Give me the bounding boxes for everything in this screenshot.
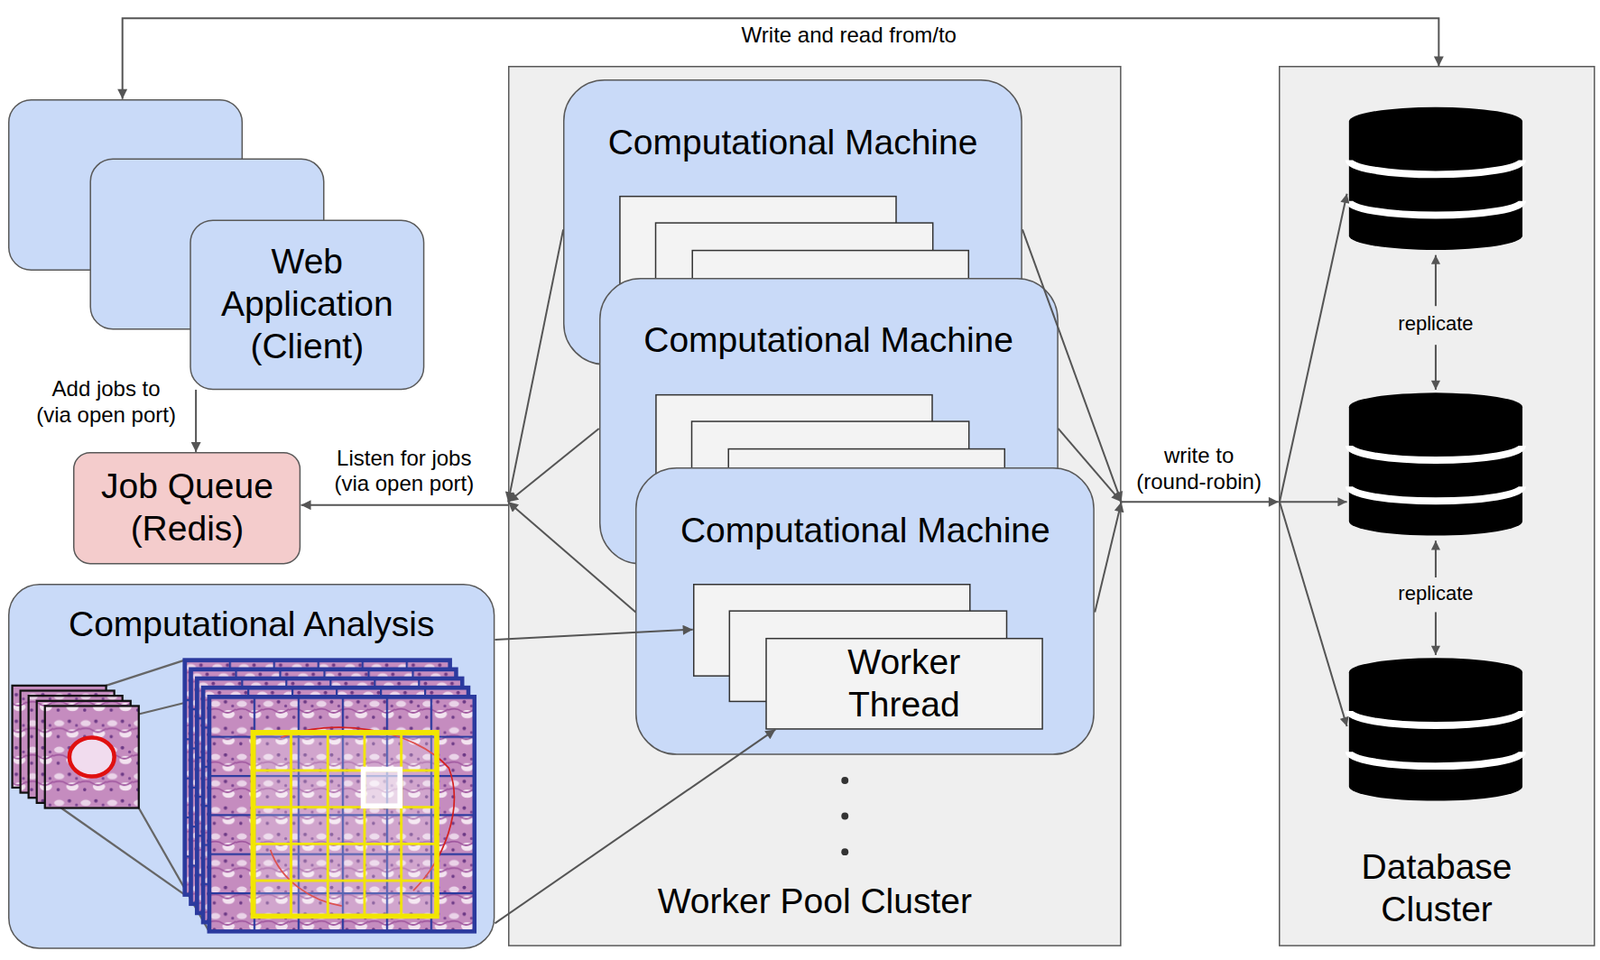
- connector-arrow: [1058, 428, 1122, 502]
- edge-label-holder: write to (round-robin): [1127, 443, 1272, 496]
- cluster-panel-label: Worker Pool Cluster: [518, 880, 1111, 924]
- queue-box-label: Job Queue (Redis): [84, 465, 289, 551]
- connector-arrow: [494, 629, 693, 640]
- card-outline: [190, 220, 425, 389]
- tiled-slide: [209, 696, 475, 932]
- region-outline: [270, 727, 455, 907]
- database-panel-label: Database Cluster: [1334, 846, 1539, 932]
- card-outline: [9, 584, 495, 949]
- worker-stack: Worker Thread: [693, 583, 1044, 731]
- slide-thumbnail: [20, 690, 115, 793]
- tiled-slide: [196, 678, 463, 914]
- region-circle: [69, 738, 115, 777]
- card-outline: [1279, 66, 1595, 946]
- replicate-note: replicate: [1395, 582, 1476, 606]
- edge-label: Listen for jobs (via open port): [330, 445, 478, 499]
- analysis-box: Computational Analysis: [8, 583, 495, 950]
- note-label-holder: replicate: [1395, 312, 1476, 336]
- card-outline: [73, 453, 301, 565]
- connector-arrow: [301, 504, 509, 507]
- connector-arrow: [494, 729, 776, 924]
- slide-thumbnail: [45, 705, 139, 808]
- client-stack-label: Web Application (Client): [202, 240, 412, 368]
- slide-thumbnail: [28, 695, 123, 798]
- card-outline: [508, 66, 1121, 946]
- database-icon: [1349, 657, 1523, 801]
- patch-grid: [252, 732, 437, 917]
- connector-arrow: [508, 229, 564, 502]
- connector-arrow: [194, 389, 197, 453]
- selected-patch: [363, 769, 401, 807]
- connector-arrow: [508, 428, 600, 502]
- database-panel-outline: [1278, 65, 1596, 947]
- perspective-lines: [61, 660, 210, 933]
- slide-thumbnail: [36, 701, 131, 804]
- card-outline: [636, 468, 1094, 755]
- tiled-slide-stack: [184, 660, 475, 933]
- machine-box-label: Computational Machine: [646, 509, 1085, 553]
- edge-label-holder: Listen for jobs (via open port): [330, 445, 478, 499]
- edge-label: write to (round-robin): [1127, 443, 1272, 496]
- slide-thumbnail-stack: [12, 685, 139, 809]
- database-panel: Database Cluster: [1278, 65, 1596, 947]
- connector-arrow: [1121, 500, 1279, 503]
- tiled-slide: [184, 660, 451, 896]
- edge-label-holder: Write and read from/to: [713, 22, 985, 49]
- connector-arrow: [1022, 229, 1122, 502]
- client-stack: Web Application (Client): [8, 99, 425, 390]
- card-outline: [766, 638, 1043, 729]
- edge-label: Add jobs to (via open port): [32, 376, 180, 429]
- replicate-note: replicate: [1395, 312, 1476, 336]
- database-icon: [1349, 107, 1523, 250]
- analysis-box-label: Computational Analysis: [17, 603, 487, 647]
- cluster-panel: Worker Pool Cluster Computational Machine…: [508, 65, 1122, 947]
- connector-arrow: [508, 501, 636, 612]
- tiled-slide: [203, 687, 469, 923]
- machine-box-label: Computational Machine: [609, 319, 1048, 362]
- connector-arrow: [122, 18, 1440, 99]
- continuation-dots: [841, 776, 849, 856]
- database-icon: [1349, 392, 1523, 536]
- tiled-slide: [190, 669, 456, 905]
- machine-box-label: Computational Machine: [573, 121, 1012, 165]
- slide-thumbnail: [12, 685, 107, 788]
- edge-label: Write and read from/to: [713, 22, 985, 49]
- machine-box: Computational MachineWorker Thread: [635, 467, 1095, 756]
- queue-box: Job Queue (Redis): [73, 452, 301, 565]
- fan-out-arrows: [1279, 194, 1348, 727]
- edge-label-holder: Add jobs to (via open port): [32, 376, 180, 429]
- note-label-holder: replicate: [1395, 582, 1476, 606]
- worker-stack-label: Worker Thread: [802, 641, 1007, 727]
- connector-arrow: [1094, 501, 1121, 612]
